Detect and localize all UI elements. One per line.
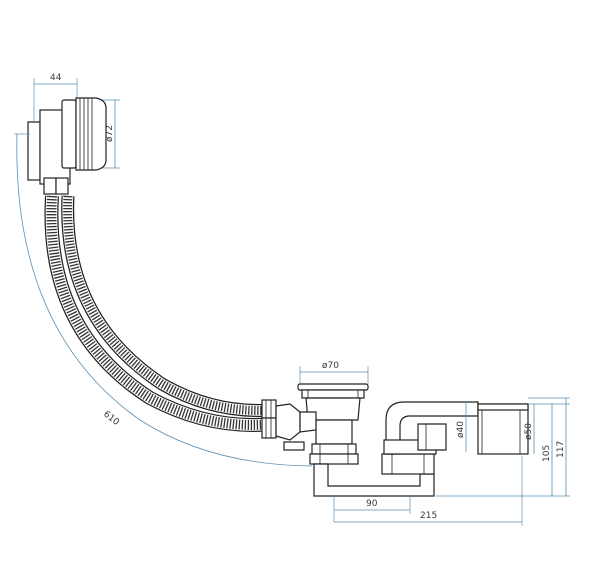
dim-117: 117 xyxy=(528,397,570,496)
dim-215: 215 xyxy=(334,456,523,526)
hose-nuts xyxy=(261,399,305,451)
dim-d70: ø70 xyxy=(299,361,369,384)
overflow-head xyxy=(27,97,107,195)
dim-d72-label: ø72 xyxy=(105,125,115,142)
outlet-bend xyxy=(383,401,479,455)
dim-d40-label: ø40 xyxy=(456,421,466,438)
dim-d50-label: ø50 xyxy=(524,423,534,440)
dim-d50: ø50 xyxy=(524,404,535,454)
dim-d40: ø40 xyxy=(456,402,467,452)
dim-105-label: 105 xyxy=(542,445,552,462)
dim-d70-label: ø70 xyxy=(322,361,339,371)
dim-90: 90 xyxy=(333,496,411,522)
drain-body xyxy=(297,383,369,465)
dim-610-label: 610 xyxy=(101,409,121,428)
flexible-hose xyxy=(44,195,273,432)
dim-44-label: 44 xyxy=(50,73,62,83)
dim-215-label: 215 xyxy=(420,511,437,521)
dim-105: 105 xyxy=(436,403,570,497)
dim-117-label: 117 xyxy=(556,441,566,458)
trap xyxy=(313,453,435,497)
dim-90-label: 90 xyxy=(366,499,378,509)
outlet-pipe xyxy=(477,403,529,455)
